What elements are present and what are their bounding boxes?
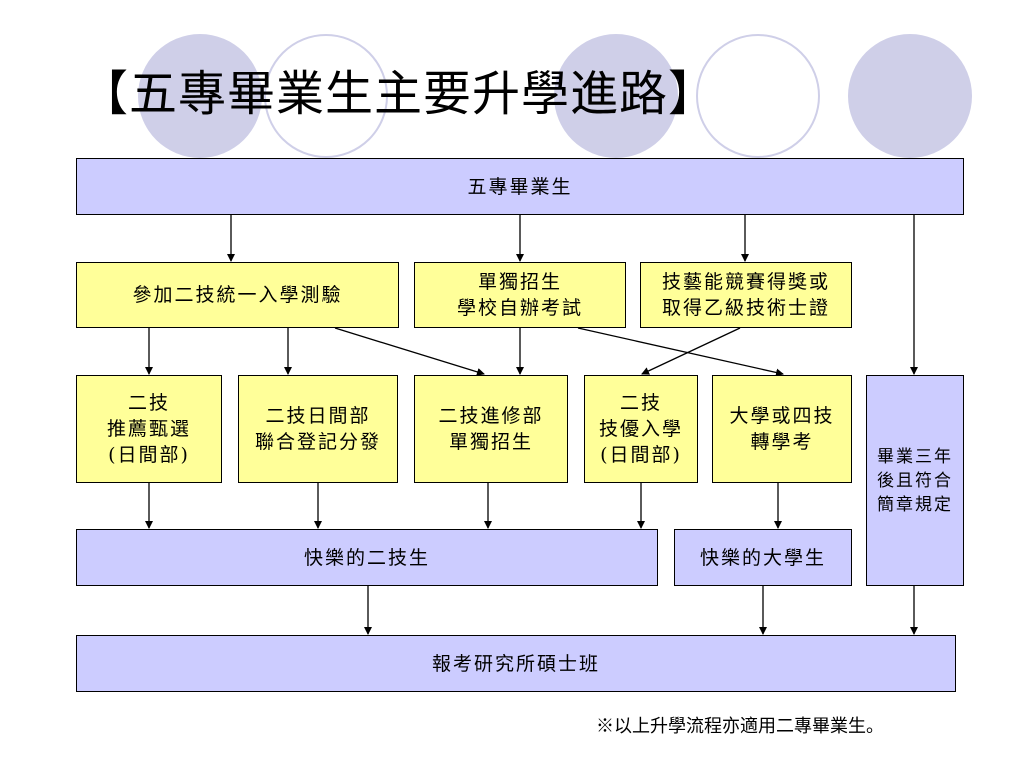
decor-circle-2 xyxy=(264,34,388,158)
node-five-year-graduates-label: 五專畢業生 xyxy=(467,175,573,198)
arrow-independent-to-transfer xyxy=(577,327,784,377)
node-unified-exam: 參加二技統一入學測驗 xyxy=(76,262,399,328)
node-evening-division-label: 二技進修部 單獨招生 xyxy=(438,405,544,453)
node-evening-division: 二技進修部 單獨招生 xyxy=(414,375,568,483)
node-independent-recruit-label: 單獨招生 學校自辦考試 xyxy=(456,271,583,319)
node-joint-registration-label: 二技日間部 聯合登記分發 xyxy=(254,405,381,453)
node-happy-two-year-student: 快樂的二技生 xyxy=(76,529,658,586)
footnote: ※以上升學流程亦適用二專畢業生。 xyxy=(596,716,884,737)
node-three-years-after: 畢業三年 後且符合 簡章規定 xyxy=(866,375,964,586)
node-graduate-school: 報考研究所碩士班 xyxy=(76,635,956,692)
arrow-exam-to-evening xyxy=(334,327,485,376)
page-title: 【五專畢業生主要升學進路】 xyxy=(80,66,718,122)
arrow-competition-to-preferred xyxy=(641,327,741,375)
decor-circle-5 xyxy=(848,34,972,158)
node-transfer-exam: 大學或四技 轉學考 xyxy=(712,375,852,483)
node-recommend-selection: 二技 推薦甄選 (日間部) xyxy=(76,375,222,483)
node-joint-registration: 二技日間部 聯合登記分發 xyxy=(238,375,398,483)
node-happy-university-student: 快樂的大學生 xyxy=(674,529,852,586)
node-unified-exam-label: 參加二技統一入學測驗 xyxy=(132,284,343,306)
node-three-years-after-label: 畢業三年 後且符合 簡章規定 xyxy=(877,446,953,515)
node-five-year-graduates: 五專畢業生 xyxy=(76,158,964,215)
node-skill-preferred-label: 二技 技優入學 (日間部) xyxy=(598,392,683,466)
node-skill-preferred: 二技 技優入學 (日間部) xyxy=(584,375,698,483)
decor-circle-1 xyxy=(138,34,262,158)
node-transfer-exam-label: 大學或四技 轉學考 xyxy=(729,405,835,453)
node-happy-university-student-label: 快樂的大學生 xyxy=(699,546,826,569)
node-happy-two-year-student-label: 快樂的二技生 xyxy=(303,546,430,569)
node-recommend-selection-label: 二技 推薦甄選 (日間部) xyxy=(106,392,191,466)
decor-circle-3 xyxy=(554,34,678,158)
decor-circle-4 xyxy=(696,34,820,158)
node-competition-award: 技藝能競賽得獎或 取得乙級技術士證 xyxy=(640,262,852,328)
node-competition-award-label: 技藝能競賽得獎或 取得乙級技術士證 xyxy=(661,271,830,319)
node-graduate-school-label: 報考研究所碩士班 xyxy=(431,652,600,675)
node-independent-recruit: 單獨招生 學校自辦考試 xyxy=(414,262,626,328)
